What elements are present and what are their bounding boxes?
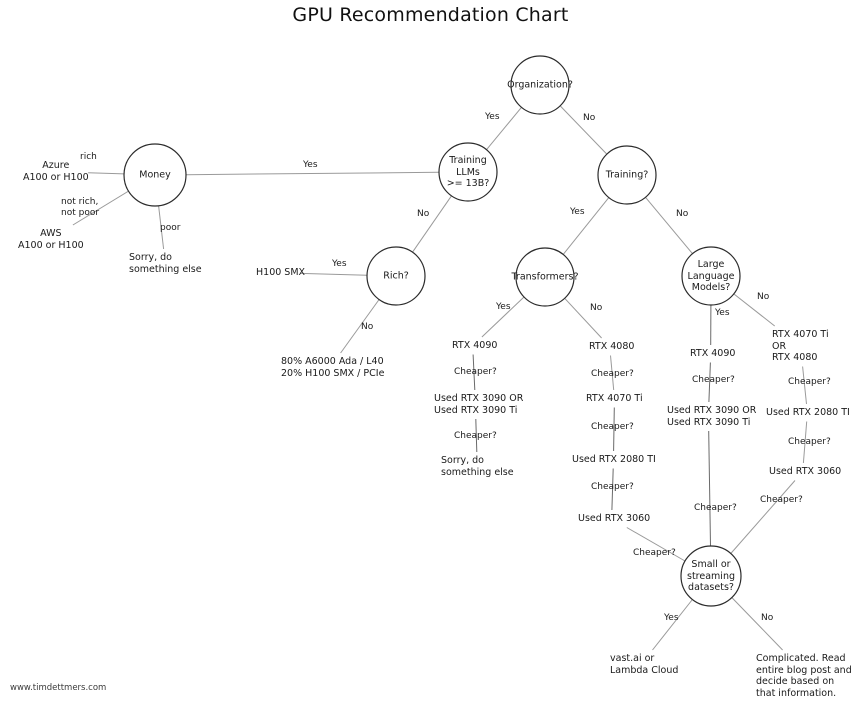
edge-label-llm-to-llm_no_4070ti: No: [757, 292, 770, 302]
edge-label-training-to-llm: No: [676, 209, 689, 219]
edge-llm_no_2080ti-to-llm_no_3060: [802, 421, 808, 464]
edge-training_llms-to-rich: [412, 195, 452, 253]
edge-llm_yes_4090-to-llm_yes_3090: [708, 362, 711, 403]
edge-label-llm_no_4070ti-to-llm_no_2080ti: Cheaper?: [788, 377, 831, 387]
edge-tf_no_4080-to-tf_no_4070ti: [610, 355, 615, 391]
node-transformers[interactable]: [515, 247, 575, 307]
edge-label-training_llms-to-rich: No: [417, 209, 430, 219]
edge-label-tf_yes_3090-to-tf_yes_sorry: Cheaper?: [454, 431, 497, 441]
edge-label-money-to-training_llms: Yes: [303, 160, 318, 170]
edge-label-small_streaming-to-complicated: No: [761, 613, 774, 623]
edge-label-llm_no_2080ti-to-llm_no_3060: Cheaper?: [788, 437, 831, 447]
leaf-label-azure: Azure A100 or H100: [23, 160, 89, 183]
leaf-label-vast_ai: vast.ai or Lambda Cloud: [610, 653, 679, 676]
nodes-group: [123, 55, 742, 607]
leaf-label-aws: AWS A100 or H100: [18, 228, 84, 251]
edge-label-aws-to-money: not rich, not poor: [61, 197, 100, 218]
node-money[interactable]: [123, 143, 187, 207]
leaf-label-tf_no_4080: RTX 4080: [589, 341, 635, 352]
edge-llm_no_3060-to-small_streaming: [730, 480, 796, 554]
leaf-label-llm_no_3060: Used RTX 3060: [769, 466, 842, 477]
edge-label-azure-to-money: rich: [80, 152, 97, 162]
leaf-label-h100_smx: H100 SMX: [256, 267, 306, 278]
edge-label-training-to-transformers: Yes: [570, 207, 585, 217]
edge-aws-to-money: [72, 190, 129, 226]
edge-label-llm_yes_3090-to-small_streaming: Cheaper?: [694, 503, 737, 513]
edge-transformers-to-tf_yes_4090: [481, 296, 525, 338]
edge-label-tf_yes_4090-to-tf_yes_3090: Cheaper?: [454, 367, 497, 377]
edge-label-tf_no_3060-to-small_streaming: Cheaper?: [633, 548, 676, 558]
leaf-label-tf_no_4070ti: RTX 4070 Ti: [586, 393, 643, 404]
edge-llm_no_4070ti-to-llm_no_2080ti: [802, 366, 807, 405]
leaf-label-llm_yes_4090: RTX 4090: [690, 348, 736, 359]
edge-azure-to-money: [88, 172, 125, 175]
leaf-label-llm_yes_3090: Used RTX 3090 OR Used RTX 3090 Ti: [667, 405, 757, 428]
edge-small_streaming-to-complicated: [731, 597, 783, 651]
edge-label-rich-to-a6000_mix: No: [361, 322, 374, 332]
edge-label-llm-to-llm_yes_4090: Yes: [715, 308, 730, 318]
footer-url: www.timdettmers.com: [10, 683, 107, 693]
node-small_streaming[interactable]: [680, 545, 742, 607]
edge-tf_yes_3090-to-tf_yes_sorry: [475, 418, 478, 453]
edge-transformers-to-tf_no_4080: [564, 297, 602, 339]
edge-label-rich-to-h100_smx: Yes: [332, 259, 347, 269]
edge-label-tf_no_4080-to-tf_no_4070ti: Cheaper?: [591, 369, 634, 379]
leaf-label-llm_no_4070ti: RTX 4070 Ti OR RTX 4080: [772, 329, 829, 363]
leaf-label-tf_yes_sorry: Sorry, do something else: [441, 455, 514, 478]
edge-organization-to-training_llms: [486, 106, 522, 151]
edge-tf_yes_4090-to-tf_yes_3090: [472, 354, 476, 391]
edge-llm-to-llm_no_4070ti: [733, 293, 776, 327]
edge-rich-to-a6000_mix: [340, 299, 380, 354]
edge-tf_no_2080ti-to-tf_no_3060: [611, 468, 614, 511]
edge-label-llm_no_3060-to-small_streaming: Cheaper?: [760, 495, 803, 505]
edge-label-tf_no_4070ti-to-tf_no_2080ti: Cheaper?: [591, 422, 634, 432]
node-training[interactable]: [597, 145, 657, 205]
leaf-label-llm_no_2080ti: Used RTX 2080 TI: [766, 407, 850, 418]
leaf-label-tf_no_3060: Used RTX 3060: [578, 513, 651, 524]
edge-label-organization-to-training: No: [583, 113, 596, 123]
leaf-label-tf_yes_3090: Used RTX 3090 OR Used RTX 3090 Ti: [434, 393, 524, 416]
node-training_llms[interactable]: [438, 142, 498, 202]
leaf-label-complicated: Complicated. Read entire blog post and d…: [756, 653, 852, 699]
edge-small_streaming-to-vast_ai: [652, 599, 693, 651]
edge-training-to-transformers: [562, 197, 610, 255]
edge-money-to-training_llms: [185, 171, 440, 176]
edge-tf_no_4070ti-to-tf_no_2080ti: [613, 407, 615, 452]
edges-group: [72, 105, 808, 651]
edge-label-llm_yes_4090-to-llm_yes_3090: Cheaper?: [692, 375, 735, 385]
leaf-label-tf_no_2080ti: Used RTX 2080 TI: [572, 454, 656, 465]
edge-label-transformers-to-tf_yes_4090: Yes: [496, 302, 511, 312]
node-organization[interactable]: [510, 55, 570, 115]
leaf-label-tf_yes_4090: RTX 4090: [452, 340, 498, 351]
leaf-label-sorry_money: Sorry, do something else: [129, 252, 202, 275]
edge-organization-to-training: [559, 105, 608, 155]
edge-training-to-llm: [645, 196, 693, 255]
node-llm[interactable]: [681, 246, 741, 306]
edge-money-to-sorry_money: [158, 205, 165, 250]
edge-rich-to-h100_smx: [300, 272, 368, 276]
page-title: GPU Recommendation Chart: [292, 4, 569, 26]
edge-label-transformers-to-tf_no_4080: No: [590, 303, 603, 313]
edge-label-money-to-sorry_money: poor: [160, 223, 181, 233]
leaf-label-a6000_mix: 80% A6000 Ada / L40 20% H100 SMX / PCIe: [281, 356, 385, 379]
edge-label-organization-to-training_llms: Yes: [485, 112, 500, 122]
edge-llm_yes_3090-to-small_streaming: [708, 430, 711, 547]
edge-tf_no_3060-to-small_streaming: [626, 527, 686, 562]
node-rich[interactable]: [366, 246, 426, 306]
edge-label-small_streaming-to-vast_ai: Yes: [664, 613, 679, 623]
edge-label-tf_no_2080ti-to-tf_no_3060: Cheaper?: [591, 482, 634, 492]
